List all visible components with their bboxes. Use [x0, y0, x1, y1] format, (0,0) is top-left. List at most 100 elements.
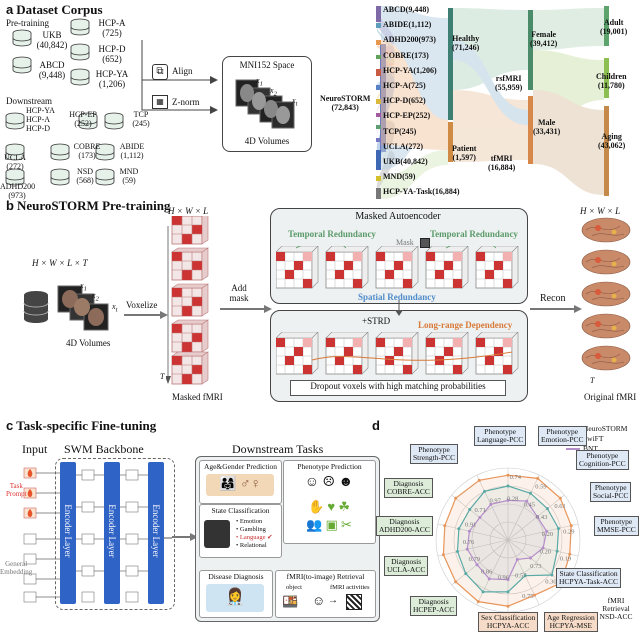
radar-point [457, 527, 461, 531]
input-x1: x1 [80, 281, 87, 293]
sankey-children-label: Children(11,780) [596, 72, 627, 90]
radar-point [443, 524, 447, 528]
dataset-ucla: UCLA(272) [4, 153, 26, 171]
dataset-ukb: UKB(40,842) [36, 30, 68, 50]
sankey-rsfmri-label: rsfMRI(55,959) [495, 74, 523, 92]
db-icon-hcpa [70, 18, 90, 36]
sankey-node-patient [448, 122, 453, 162]
radar-spoke [507, 539, 565, 586]
dataset-abide: ABIDE(1,112) [119, 142, 145, 160]
radar-tick-label: 0.45 [524, 502, 535, 509]
radar-point [541, 546, 545, 550]
downstream-label: Downstream [6, 96, 52, 106]
input-caption: 4D Volumes [66, 338, 111, 348]
mae-title: Masked Autoencoder [355, 211, 441, 222]
dataset-hcpd: HCP-D(652) [98, 44, 126, 64]
state-emotion: • Emotion [236, 518, 263, 525]
dataset-hcpa: HCP-A(725) [98, 18, 126, 38]
radar-point [441, 553, 445, 557]
encoder-layer-3 [148, 462, 164, 604]
add-mask-arrow [220, 305, 272, 313]
panel-d-heading: d [372, 418, 380, 433]
radar-point [481, 590, 485, 594]
output-t-label: T [590, 376, 595, 385]
dataset-mnd: MND(59) [119, 167, 139, 185]
radar-point [483, 489, 487, 493]
dataset-nsd: NSD(568) [76, 167, 94, 185]
retrieval-label: fMRI(to-image) Retrieval [286, 572, 365, 581]
radar-tick-label: 0.97 [490, 498, 502, 505]
state-class-card [199, 504, 282, 558]
mask-cube-icon [420, 238, 430, 248]
disease-label: Disease Diagnosis [208, 572, 264, 581]
activities-label: fMRI activities [330, 584, 370, 591]
phenotype-other-icons: ✋ ♥ ☘👥 ▣ ✂ [306, 499, 352, 532]
sankey-node-adult [604, 6, 609, 46]
output-caption: Original fMRI [584, 392, 637, 402]
sankey-node-female [528, 10, 533, 90]
radar-point [468, 507, 472, 511]
radar-spoke [451, 539, 509, 586]
radar-point [467, 529, 471, 533]
radar-tick-label: 0.30 [545, 579, 556, 586]
radar-tick-label: 0.79 [469, 556, 480, 563]
radar-point [465, 547, 469, 551]
strd-label: +STRD [362, 316, 391, 326]
radar-point [557, 526, 561, 530]
radar-point [545, 529, 549, 533]
sankey-col1-nodes [376, 6, 381, 199]
db-icon-nsd [50, 168, 70, 186]
radar-point [545, 507, 549, 511]
downstream-title: Downstream Tasks [232, 442, 324, 456]
strd-cubes [276, 332, 519, 375]
mni-xt: xt [292, 96, 298, 108]
radar-point [475, 563, 479, 567]
radar-point [558, 496, 562, 500]
legend-bnt: BNT [566, 444, 627, 454]
sankey-node-male [528, 96, 533, 164]
stack-dims: H × W × L [168, 206, 209, 216]
output-dims: H × W × L [580, 206, 621, 216]
encoder-layer-2 [104, 462, 120, 604]
znorm-icon: ▦ [152, 95, 168, 109]
db-icon-hcpd [70, 43, 90, 61]
voxelize-arrow [124, 311, 168, 319]
dataset-cobre: COBRE(173) [73, 142, 101, 160]
recon-label: Recon [540, 293, 566, 304]
radar-point [506, 590, 510, 594]
state-relational: • Relational [236, 542, 267, 549]
radar-point [477, 478, 481, 482]
radar-spoke [437, 523, 509, 541]
mask-label: Mask [396, 238, 414, 247]
radar-point [568, 552, 572, 556]
dataset-abcd: ABCD(9,448) [38, 60, 66, 80]
radar-tick-label: 0.57 [515, 572, 527, 579]
mni-x2: x2 [270, 86, 277, 98]
radar-spoke [437, 539, 509, 557]
mni-x1: x1 [256, 76, 263, 88]
znorm-label: Z-norm [172, 97, 200, 107]
align-icon: ⧉ [152, 64, 168, 80]
state-gambling: • Gambling [236, 526, 266, 533]
radar-tick-label: 0.75 [522, 593, 533, 600]
sankey-tfmri-label: tfMRI(16,884) [488, 154, 516, 172]
backbone-tokens [23, 467, 172, 603]
sankey-node-aging [604, 106, 609, 196]
radar-point [506, 498, 510, 502]
panel-a-arrows [141, 40, 218, 114]
sankey-male-label: Male(33,431) [533, 118, 561, 136]
radar-tick-label: 0.71 [475, 507, 486, 514]
spatial-redundancy: Spatial Redundancy [358, 292, 436, 302]
